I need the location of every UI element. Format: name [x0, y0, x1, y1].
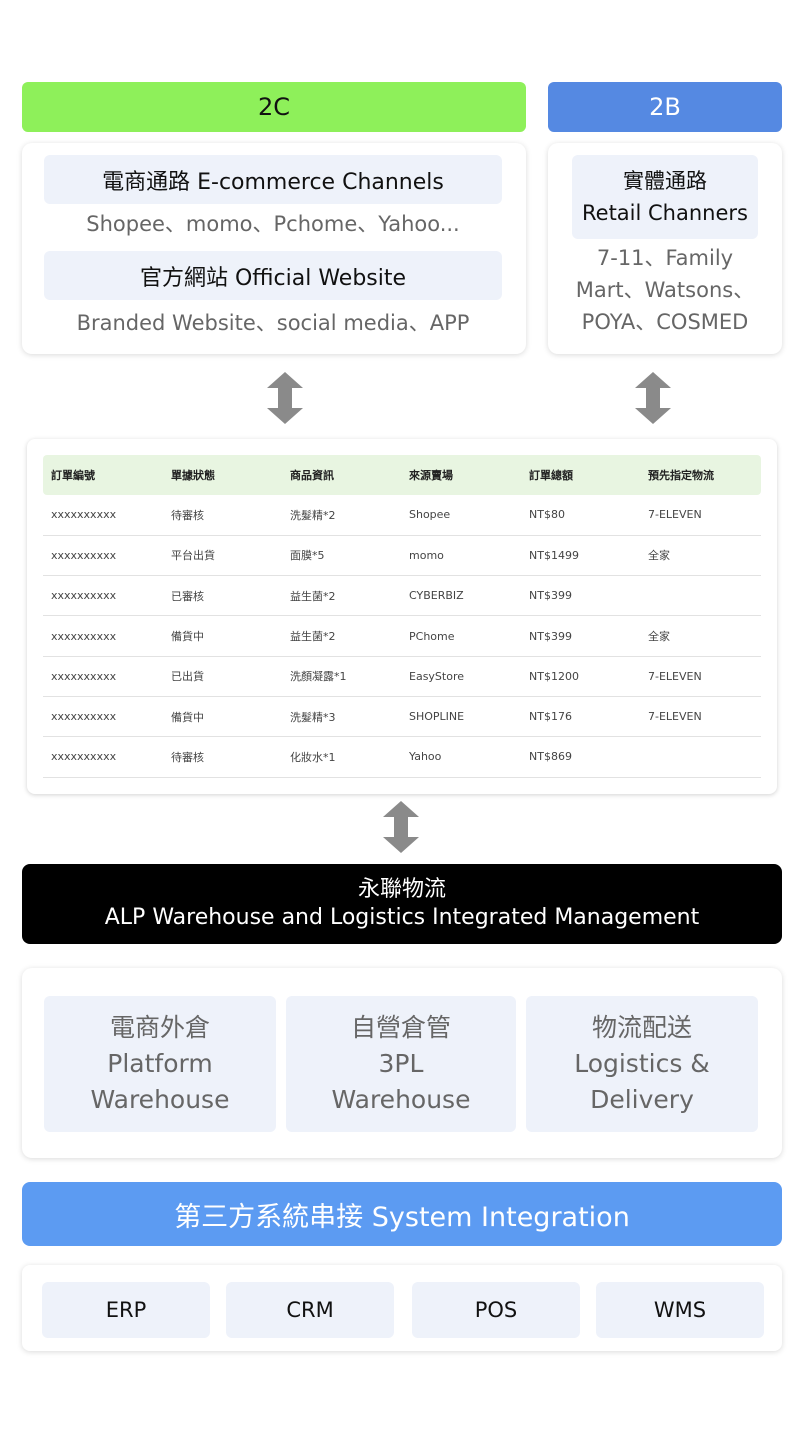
cell-product: 面膜*5 [282, 535, 401, 577]
table-row: xxxxxxxxxx 已出貨 洗顏凝露*1 EasyStore NT$1200 … [43, 656, 761, 697]
retail-list-line: 7-11、Family [596, 246, 734, 270]
table-row: xxxxxxxxxx 已審核 益生菌*2 CYBERBIZ NT$399 [43, 575, 761, 617]
ecommerce-channels-label: 電商通路 E-commerce Channels [44, 155, 502, 204]
service-title-en: Warehouse [331, 1085, 471, 1114]
alp-title-en: ALP Warehouse and Logistics Integrated M… [104, 905, 700, 930]
cell-total: NT$399 [521, 615, 640, 657]
double-vertical-arrow-icon [267, 372, 303, 424]
retail-list-line: POYA、COSMED [581, 310, 749, 334]
cell-status: 備貨中 [163, 615, 282, 657]
cell-status: 備貨中 [163, 696, 282, 738]
order-table: 訂單編號 單據狀態 商品資訊 來源賣場 訂單總額 預先指定物流 xxxxxxxx… [43, 455, 761, 778]
system-erp: ERP [42, 1282, 210, 1338]
cell-source: EasyStore [401, 656, 521, 697]
cell-order-id: xxxxxxxxxx [43, 575, 163, 617]
cell-status: 已出貨 [163, 656, 282, 697]
service-title-zh: 電商外倉 [109, 1013, 210, 1042]
alp-title-zh: 永聯物流 [357, 877, 446, 902]
table-header-row: 訂單編號 單據狀態 商品資訊 來源賣場 訂單總額 預先指定物流 [43, 455, 761, 495]
double-vertical-arrow-icon [635, 372, 671, 424]
cell-source: Shopee [401, 495, 521, 536]
retail-title-en: Retail Channers [582, 201, 748, 225]
cell-status: 已審核 [163, 575, 282, 617]
col-order-id: 訂單編號 [43, 455, 163, 495]
retail-channels-label: 實體通路 Retail Channers [572, 155, 758, 239]
system-crm: CRM [226, 1282, 394, 1338]
cell-source: Yahoo [401, 736, 521, 778]
cell-logistics: 7-ELEVEN [640, 696, 761, 738]
cell-order-id: xxxxxxxxxx [43, 736, 163, 778]
cell-order-id: xxxxxxxxxx [43, 696, 163, 738]
cell-total: NT$1200 [521, 656, 640, 697]
cell-logistics: 7-ELEVEN [640, 495, 761, 536]
cell-total: NT$1499 [521, 535, 640, 577]
service-platform-warehouse: 電商外倉 Platform Warehouse [44, 996, 276, 1132]
retail-list-line: Mart、Watsons、 [575, 278, 755, 302]
cell-source: SHOPLINE [401, 696, 521, 738]
official-website-list: Branded Website、social media、APP [76, 311, 470, 335]
service-title-zh: 物流配送 [591, 1013, 692, 1042]
cell-product: 益生菌*2 [282, 575, 401, 617]
col-total: 訂單總額 [521, 455, 640, 495]
table-row: xxxxxxxxxx 備貨中 洗髮精*3 SHOPLINE NT$176 7-E… [43, 696, 761, 738]
table-row: xxxxxxxxxx 備貨中 益生菌*2 PChome NT$399 全家 [43, 615, 761, 657]
cell-source: momo [401, 535, 521, 577]
cell-product: 洗髮精*3 [282, 696, 401, 738]
cell-logistics [640, 736, 761, 778]
cell-logistics: 7-ELEVEN [640, 656, 761, 697]
service-title-en: Warehouse [90, 1085, 230, 1114]
col-product: 商品資訊 [282, 455, 401, 495]
order-table-card: 訂單編號 單據狀態 商品資訊 來源賣場 訂單總額 預先指定物流 xxxxxxxx… [27, 439, 777, 794]
system-pos: POS [412, 1282, 580, 1338]
service-title-en: Platform [107, 1049, 213, 1078]
col-status: 單據狀態 [163, 455, 282, 495]
service-title-en: Delivery [590, 1085, 694, 1114]
cell-order-id: xxxxxxxxxx [43, 535, 163, 577]
cell-status: 待審核 [163, 495, 282, 536]
2b-header: 2B [548, 82, 782, 132]
cell-product: 洗顏凝露*1 [282, 656, 401, 697]
service-logistics-delivery: 物流配送 Logistics & Delivery [526, 996, 758, 1132]
ecommerce-channels-list: Shopee、momo、Pchome、Yahoo... [86, 212, 460, 236]
system-wms: WMS [596, 1282, 764, 1338]
service-3pl-warehouse: 自營倉管 3PL Warehouse [286, 996, 516, 1132]
cell-source: PChome [401, 615, 521, 657]
cell-order-id: xxxxxxxxxx [43, 615, 163, 657]
alp-banner: 永聯物流 ALP Warehouse and Logistics Integra… [22, 864, 782, 944]
cell-status: 待審核 [163, 736, 282, 778]
double-vertical-arrow-icon [383, 801, 419, 853]
cell-product: 化妝水*1 [282, 736, 401, 778]
cell-total: NT$80 [521, 495, 640, 536]
cell-logistics: 全家 [640, 615, 761, 657]
system-integration-bar: 第三方系統串接 System Integration [22, 1182, 782, 1246]
cell-source: CYBERBIZ [401, 575, 521, 617]
service-title-en: Logistics & [574, 1049, 710, 1078]
cell-product: 益生菌*2 [282, 615, 401, 657]
official-website-label: 官方網站 Official Website [44, 251, 502, 300]
service-title-en: 3PL [378, 1049, 424, 1078]
col-source: 來源賣場 [401, 455, 521, 495]
cell-total: NT$176 [521, 696, 640, 738]
service-title-zh: 自營倉管 [350, 1013, 451, 1042]
cell-logistics: 全家 [640, 535, 761, 577]
cell-total: NT$869 [521, 736, 640, 778]
cell-product: 洗髮精*2 [282, 495, 401, 536]
table-row: xxxxxxxxxx 平台出貨 面膜*5 momo NT$1499 全家 [43, 535, 761, 577]
cell-order-id: xxxxxxxxxx [43, 656, 163, 697]
col-logistics: 預先指定物流 [640, 455, 761, 495]
cell-total: NT$399 [521, 575, 640, 617]
cell-order-id: xxxxxxxxxx [43, 495, 163, 536]
cell-status: 平台出貨 [163, 535, 282, 577]
retail-title-zh: 實體通路 [623, 169, 707, 193]
table-row: xxxxxxxxxx 待審核 洗髮精*2 Shopee NT$80 7-ELEV… [43, 495, 761, 536]
table-row: xxxxxxxxxx 待審核 化妝水*1 Yahoo NT$869 [43, 736, 761, 778]
2c-header: 2C [22, 82, 526, 132]
cell-logistics [640, 575, 761, 617]
retail-channels-list: 7-11、Family Mart、Watsons、 POYA、COSMED [560, 242, 770, 338]
